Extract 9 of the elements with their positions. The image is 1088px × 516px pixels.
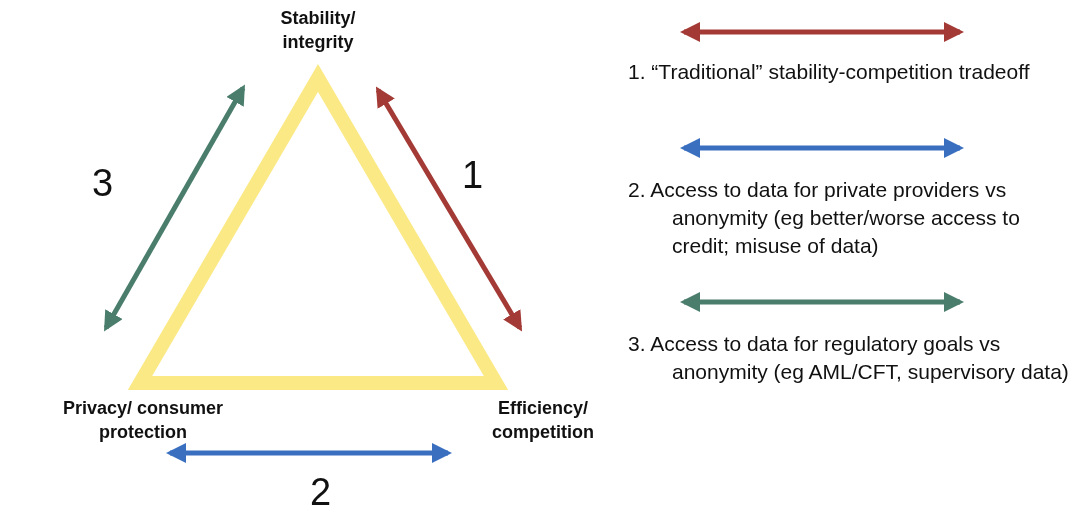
vertex-label: Stability/ integrity: [258, 6, 378, 54]
legend-text: 2. Access to data for private providers vs anonymity (eg better/worse access to credit; misuse of data): [628, 177, 1021, 259]
double-arrow: [166, 443, 452, 463]
vertex-label: Efficiency/ competition: [478, 396, 608, 444]
double-arrow: [375, 86, 523, 332]
legend-text: 1. “Traditional” stability-competition tradeoff: [628, 59, 1031, 85]
double-arrow: [103, 84, 246, 332]
vertex-label: Privacy/ consumer protection: [62, 396, 224, 444]
legend-text: 3. Access to data for regulatory goals vs anonymity (eg AML/CFT, supervisory data): [628, 331, 1070, 385]
